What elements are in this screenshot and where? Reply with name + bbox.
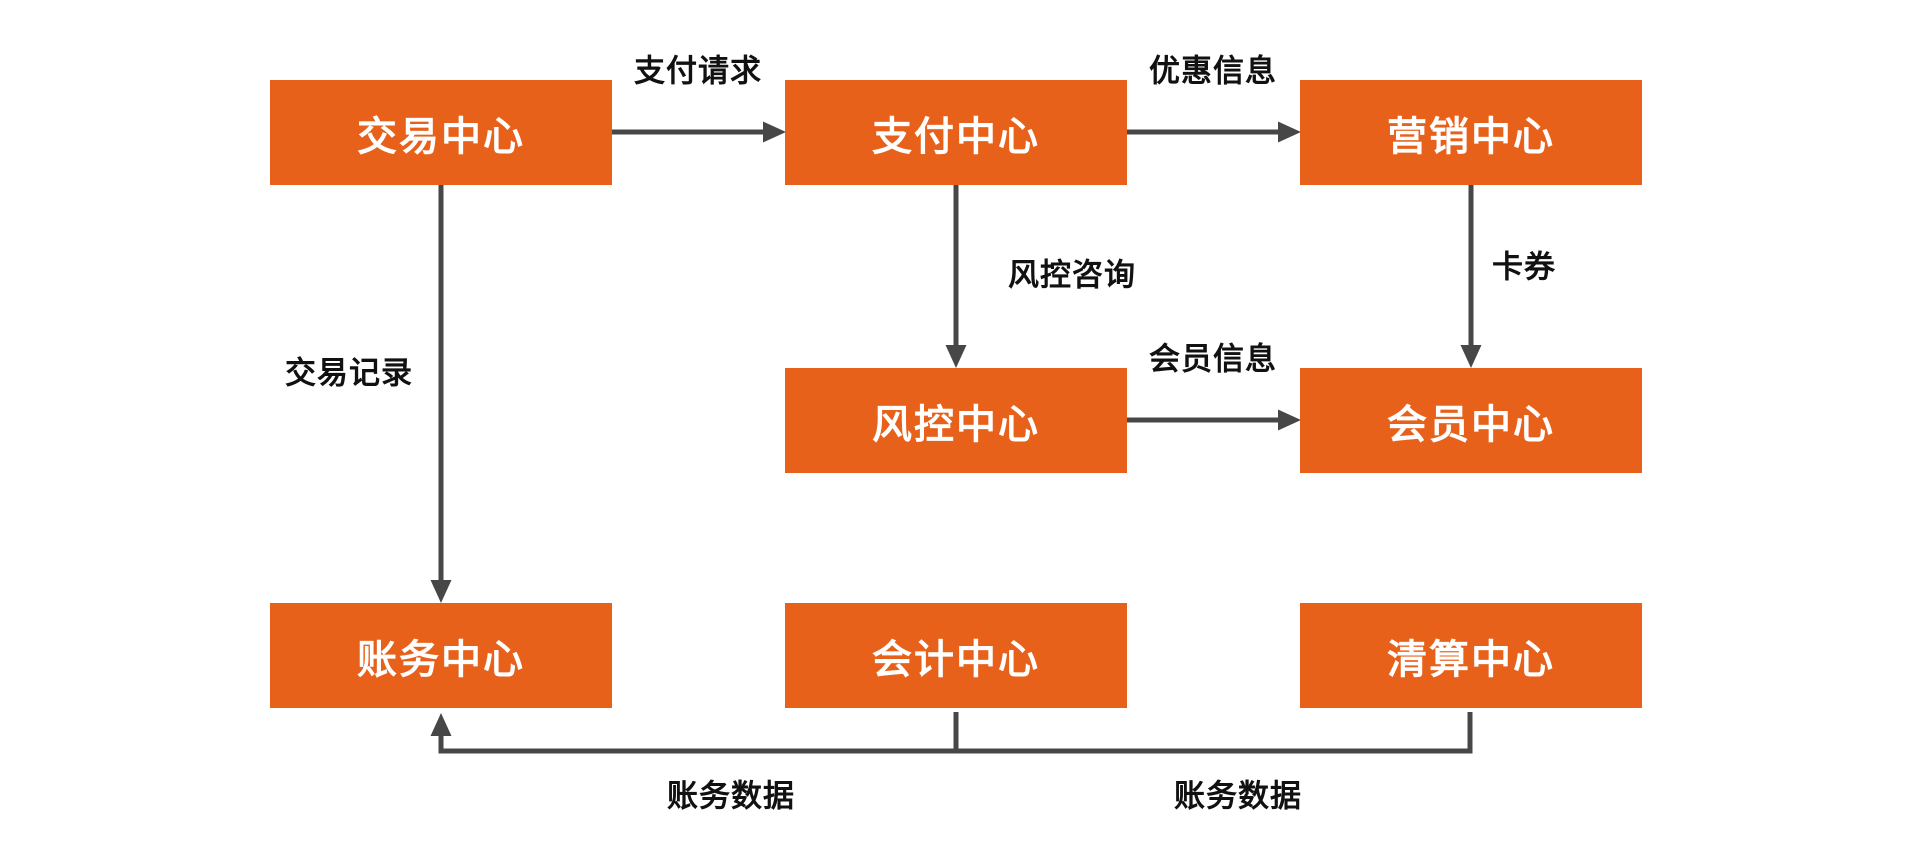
arrowhead-down-1 xyxy=(945,345,967,368)
arrowhead-right-2 xyxy=(1278,121,1301,143)
edge-label-promo-info: 优惠信息 xyxy=(1149,53,1277,89)
node-label: 清算中心 xyxy=(1387,637,1555,682)
node-label: 营销中心 xyxy=(1387,114,1555,159)
node-account-center: 账务中心 xyxy=(270,603,612,708)
node-label: 交易中心 xyxy=(357,114,525,159)
node-risk-control-center: 风控中心 xyxy=(785,368,1127,473)
node-marketing-center: 营销中心 xyxy=(1300,80,1642,185)
arrowhead-down-3 xyxy=(430,580,452,603)
edge-label-card-coupon: 卡券 xyxy=(1492,249,1556,285)
arrowhead-right-1 xyxy=(763,121,786,143)
arrowhead-up-1 xyxy=(430,713,452,736)
edge-label-trade-record: 交易记录 xyxy=(285,355,413,391)
edge-label-member-info: 会员信息 xyxy=(1149,341,1277,377)
arrowhead-right-3 xyxy=(1278,409,1301,431)
edge-label-account-data-left: 账务数据 xyxy=(667,778,795,814)
edge-label-risk-inquiry: 风控咨询 xyxy=(1008,257,1136,293)
node-trade-center: 交易中心 xyxy=(270,80,612,185)
node-member-center: 会员中心 xyxy=(1300,368,1642,473)
node-label: 风控中心 xyxy=(872,402,1040,447)
edge-label-payment-request: 支付请求 xyxy=(634,53,762,89)
node-payment-center: 支付中心 xyxy=(785,80,1127,185)
node-label: 会计中心 xyxy=(872,637,1040,682)
arrowhead-down-2 xyxy=(1460,345,1482,368)
edge-label-account-data-right: 账务数据 xyxy=(1174,778,1302,814)
node-label: 支付中心 xyxy=(872,114,1040,159)
node-clearing-center: 清算中心 xyxy=(1300,603,1642,708)
node-label: 会员中心 xyxy=(1387,402,1555,447)
node-accounting-center: 会计中心 xyxy=(785,603,1127,708)
node-label: 账务中心 xyxy=(357,637,525,682)
